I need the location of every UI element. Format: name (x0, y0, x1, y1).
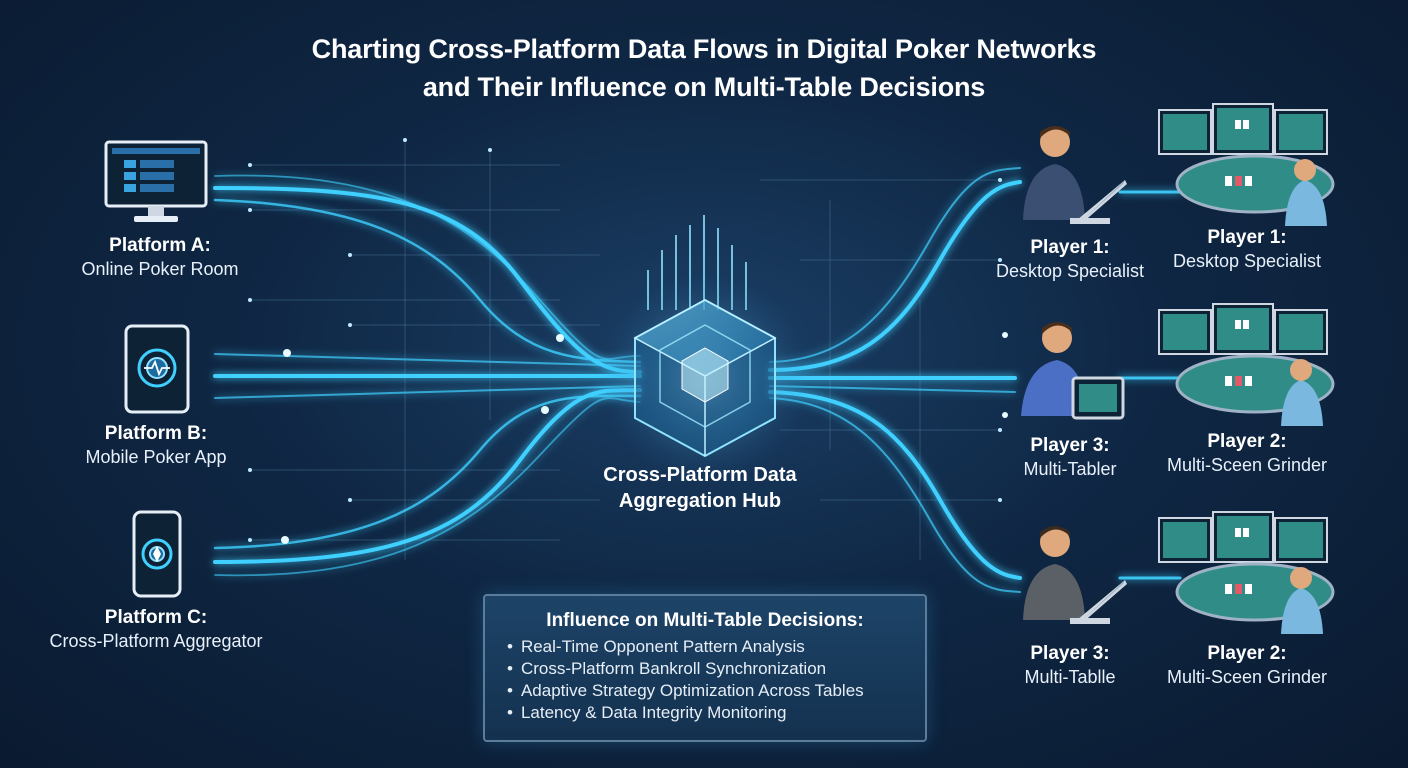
list-item: Latency & Data Integrity Monitoring (507, 702, 864, 724)
platform-b-label: Platform B: Mobile Poker App (85, 423, 227, 467)
hub-label: Cross-Platform Data Aggregation Hub (603, 464, 797, 512)
player-2-bottom-label: Player 2: Multi-Sceen Grinder (1166, 643, 1328, 687)
list-item: Cross-Platform Bankroll Synchronization (507, 658, 864, 680)
player-2-middle-label: Player 2: Multi-Sceen Grinder (1166, 431, 1328, 475)
multi-monitor-table-icon (1158, 511, 1335, 634)
title-line-2: and Their Influence on Multi-Table Decis… (422, 72, 986, 102)
player-laptop-icon (1023, 526, 1127, 624)
platform-c-label: Platform C: Cross-Platform Aggregator (49, 607, 263, 651)
panel-title: Influence on Multi-Table Decisions: (546, 610, 864, 631)
platform-a-label: Platform A: Online Poker Room (81, 235, 239, 279)
desktop-monitor-icon (104, 140, 208, 222)
data-cube-icon (600, 273, 810, 483)
player-laptop-icon (1023, 126, 1127, 224)
smartphone-icon (132, 510, 182, 598)
influence-panel: Influence on Multi-Table Decisions: Real… (483, 594, 927, 742)
multi-monitor-table-icon (1158, 103, 1335, 226)
influence-list: Real-Time Opponent Pattern Analysis Cros… (507, 636, 864, 724)
tablet-icon (124, 324, 190, 414)
multi-monitor-table-icon (1158, 303, 1335, 426)
player-tablet-icon (1021, 322, 1125, 420)
circuit-nodes (248, 138, 1002, 542)
player-1-right-label: Player 1: Desktop Specialist (1172, 227, 1322, 271)
player-3-left-label: Player 3: Multi-Tabler (1023, 435, 1117, 479)
player-3-bottom-label: Player 3: Multi-Tablle (1024, 643, 1116, 687)
list-item: Real-Time Opponent Pattern Analysis (507, 636, 864, 658)
flow-nodes (281, 332, 1008, 544)
list-item: Adaptive Strategy Optimization Across Ta… (507, 680, 864, 702)
title-line-1: Charting Cross-Platform Data Flows in Di… (311, 34, 1097, 64)
diagram-title: Charting Cross-Platform Data Flows in Di… (0, 30, 1408, 106)
player-1-left-label: Player 1: Desktop Specialist (995, 237, 1145, 281)
